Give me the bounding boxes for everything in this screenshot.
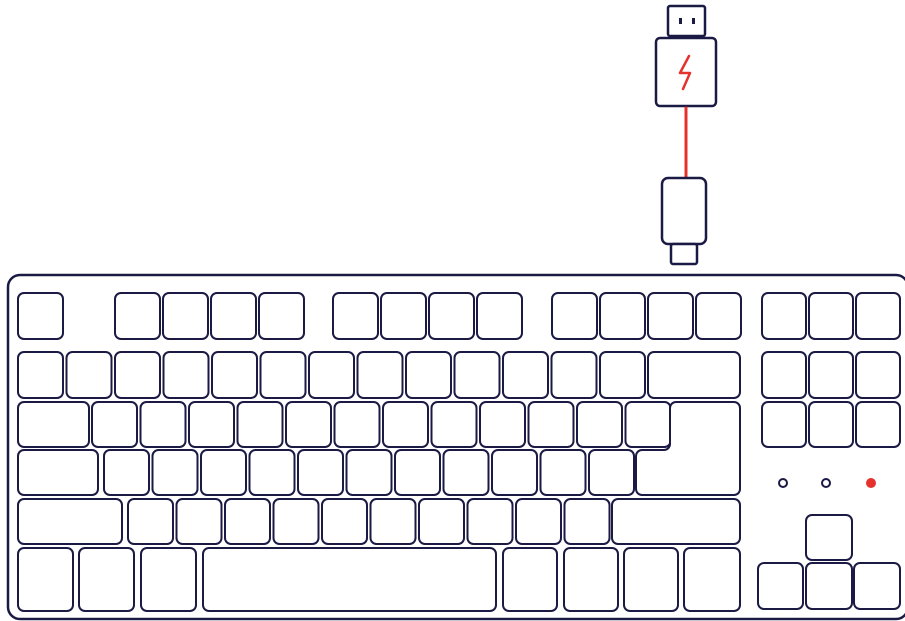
keycap — [261, 352, 306, 398]
keycap — [381, 293, 426, 339]
keycap — [648, 352, 740, 398]
keycap — [286, 402, 331, 447]
keycap — [164, 352, 209, 398]
keycap — [444, 450, 489, 495]
keycap — [201, 450, 246, 495]
keycap — [225, 499, 270, 544]
keycap — [806, 515, 852, 560]
keycap — [762, 352, 806, 398]
keycap — [259, 293, 304, 339]
keycap — [383, 402, 428, 447]
keycap — [274, 499, 319, 544]
led-indicator-2 — [822, 479, 830, 487]
keycap — [298, 450, 343, 495]
usb-a-plug-icon — [656, 6, 716, 106]
keycap — [333, 293, 378, 339]
keycap — [809, 352, 853, 398]
keycap — [358, 352, 403, 398]
keycap — [115, 352, 160, 398]
keycap — [92, 402, 137, 447]
keycap — [335, 402, 380, 447]
keycap — [626, 402, 671, 447]
keycap — [806, 563, 852, 609]
keycap — [371, 499, 416, 544]
keycap — [612, 499, 740, 544]
keycap — [322, 499, 367, 544]
keycap — [809, 402, 853, 447]
keycap — [141, 548, 196, 611]
keycap — [468, 499, 513, 544]
keycap — [18, 402, 89, 447]
keycap — [589, 450, 634, 495]
keycap — [856, 352, 900, 398]
keycap — [624, 548, 678, 611]
usb-cable — [656, 6, 716, 264]
keycap — [238, 402, 283, 447]
keycap — [455, 352, 500, 398]
keycap — [684, 548, 740, 611]
keycap — [211, 293, 256, 339]
keycap — [104, 450, 149, 495]
keycap — [67, 352, 112, 398]
keycap — [115, 293, 160, 339]
keycap — [18, 450, 98, 495]
keycap — [809, 293, 853, 339]
keycap — [856, 402, 900, 447]
led-indicator-3 — [867, 479, 875, 487]
keycap — [419, 499, 464, 544]
keycap — [79, 548, 134, 611]
keycap — [503, 548, 557, 611]
keycap — [347, 450, 392, 495]
keycap — [577, 402, 622, 447]
led-indicator-1 — [779, 479, 787, 487]
keycap — [541, 450, 586, 495]
keycap — [309, 352, 354, 398]
keycap — [600, 293, 645, 339]
keycap — [128, 499, 173, 544]
keycap — [189, 402, 234, 447]
keycap — [203, 548, 496, 611]
keycap — [432, 402, 477, 447]
keycap — [18, 293, 63, 339]
keycap — [212, 352, 257, 398]
keycap — [854, 563, 900, 609]
keyboard — [8, 275, 905, 619]
keycap — [163, 293, 208, 339]
keycap — [477, 293, 522, 339]
keycap — [250, 450, 295, 495]
keycap — [18, 352, 63, 398]
keycap — [153, 450, 198, 495]
keycap — [552, 352, 597, 398]
keycap — [18, 548, 73, 611]
keycap — [856, 293, 900, 339]
keycap — [516, 499, 561, 544]
keycap — [429, 293, 474, 339]
keycap — [492, 450, 537, 495]
keycap — [529, 402, 574, 447]
keycap — [503, 352, 548, 398]
usb-c-plug-icon — [662, 178, 706, 264]
keycap — [177, 499, 222, 544]
keycap — [648, 293, 693, 339]
keycap — [480, 402, 525, 447]
keycap — [564, 548, 618, 611]
keycap — [762, 402, 806, 447]
keycap — [406, 352, 451, 398]
keycap — [600, 352, 645, 398]
keycap — [395, 450, 440, 495]
keycap — [18, 499, 122, 544]
keycap — [552, 293, 597, 339]
keycap — [758, 563, 803, 609]
keycap — [565, 499, 610, 544]
keycap — [762, 293, 806, 339]
keycap — [141, 402, 186, 447]
keycap — [696, 293, 741, 339]
